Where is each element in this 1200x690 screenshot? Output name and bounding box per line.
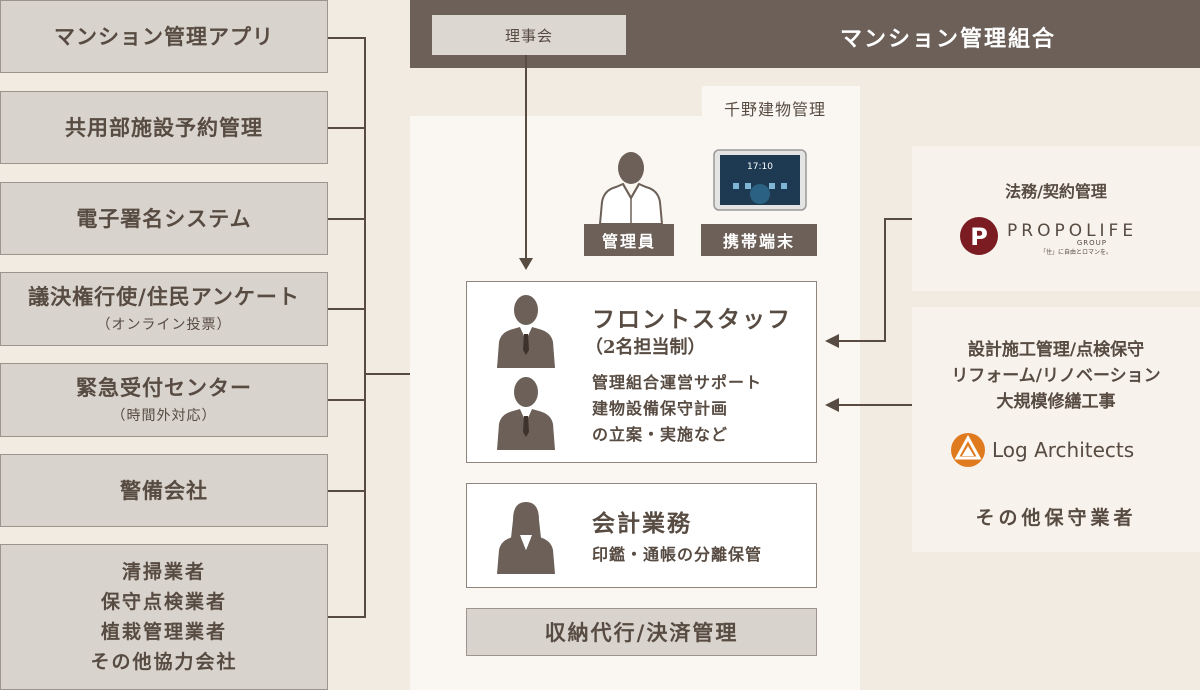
bracket-stub	[328, 399, 366, 401]
board-box: 理事会	[432, 15, 626, 55]
log-architects-logo-text: Log Architects	[992, 438, 1134, 462]
accounting-title: 会計業務	[592, 510, 692, 537]
svg-text:P: P	[970, 223, 988, 251]
security-company-box: 警備会社	[0, 454, 328, 527]
legal-heading: 法務/契約管理	[1005, 182, 1107, 201]
legal-panel: 法務/契約管理 P PROPOLIFE GROUP 「住」に自由とロマンを。	[912, 146, 1200, 291]
manager-tag: 管理員	[584, 224, 674, 256]
partners-line: その他協力会社	[90, 651, 238, 673]
accounting-description: 印鑑・通帳の分離保管	[592, 545, 763, 564]
businessman-icon	[497, 295, 555, 368]
voting-box: 議決権行使/住民アンケート （オンライン投票）	[0, 272, 328, 346]
collection-label: 収納代行/決済管理	[544, 620, 739, 645]
association-title: マンション管理組合	[840, 26, 1057, 52]
bracket-stub	[328, 616, 366, 618]
construction-heading: 設計施工管理/点検保守 リフォーム/リノベーション 大規模修繕工事	[912, 337, 1200, 415]
partners-line: 清掃業者	[121, 561, 206, 583]
legal-connector	[884, 218, 886, 342]
facility-booking-label: 共用部施設予約管理	[65, 114, 263, 140]
front-staff-box: フロントスタッフ （2名担当制） 管理組合運営サポート 建物設備保守計画 の立案…	[466, 281, 817, 463]
businesswoman-icon	[497, 502, 555, 574]
arrow-left-icon	[825, 398, 839, 412]
construction-line: 設計施工管理/点検保守	[967, 340, 1145, 360]
legal-connector	[834, 340, 886, 342]
voting-label: 議決権行使/住民アンケート	[28, 284, 300, 310]
emergency-center-box: 緊急受付センター （時間外対応）	[0, 363, 328, 437]
bracket-stub	[328, 218, 366, 220]
front-staff-subtitle: （2名担当制）	[585, 337, 706, 358]
app-box: マンション管理アプリ	[0, 0, 328, 73]
front-staff-title: フロントスタッフ	[592, 306, 792, 333]
accounting-box: 会計業務 印鑑・通帳の分離保管	[466, 483, 817, 588]
device-tag: 携帯端末	[701, 224, 817, 256]
legal-connector	[884, 218, 912, 220]
propolife-logo-group: GROUP	[1077, 239, 1107, 247]
construction-panel: 設計施工管理/点検保守 リフォーム/リノベーション 大規模修繕工事 Log Ar…	[912, 307, 1200, 552]
arrow-left-icon	[825, 334, 839, 348]
bracket-stub	[328, 37, 366, 39]
facility-booking-box: 共用部施設予約管理	[0, 91, 328, 164]
e-signature-box: 電子署名システム	[0, 182, 328, 255]
tablet-icon: 17:10	[713, 149, 807, 211]
arrow-down-icon	[519, 258, 533, 270]
app-label: マンション管理アプリ	[54, 23, 274, 49]
propolife-logo: P PROPOLIFE GROUP 「住」に自由とロマンを。	[960, 217, 1137, 256]
description-line: 管理組合運営サポート	[592, 373, 763, 392]
bracket-vertical	[364, 37, 366, 618]
bracket-stub	[328, 490, 366, 492]
partners-line: 保守点検業者	[100, 591, 227, 613]
board-label: 理事会	[504, 26, 553, 45]
propolife-logo-text: PROPOLIFE	[1007, 221, 1137, 241]
businessman-icon	[497, 377, 555, 450]
construction-connector	[834, 404, 912, 406]
e-signature-label: 電子署名システム	[76, 205, 252, 231]
emergency-center-label: 緊急受付センター	[76, 375, 252, 401]
security-company-label: 警備会社	[120, 477, 208, 503]
construction-line: リフォーム/リノベーション	[951, 366, 1161, 386]
log-architects-logo: Log Architects	[951, 433, 1134, 467]
description-line: の立案・実施など	[592, 425, 729, 444]
bracket-stub	[328, 127, 366, 129]
bracket-stub	[328, 308, 366, 310]
front-staff-description: 管理組合運営サポート 建物設備保守計画 の立案・実施など	[592, 370, 762, 448]
collection-box: 収納代行/決済管理	[466, 608, 817, 656]
board-arrow-line	[525, 55, 527, 261]
other-contractors-label: その他保守業者	[975, 507, 1137, 529]
description-line: 建物設備保守計画	[592, 399, 729, 418]
company-tab	[702, 86, 860, 116]
propolife-logo-tagline: 「住」に自由とロマンを。	[1040, 248, 1112, 256]
manager-tag-label: 管理員	[601, 232, 656, 251]
tablet-clock: 17:10	[747, 162, 773, 172]
manager-person-icon	[598, 152, 664, 224]
company-name: 千野建物管理	[724, 100, 827, 119]
device-tag-label: 携帯端末	[722, 232, 795, 251]
emergency-center-sublabel: （時間外対応）	[111, 407, 217, 424]
construction-line: 大規模修繕工事	[996, 392, 1116, 412]
bracket-to-front-line	[366, 373, 446, 375]
voting-sublabel: （オンライン投票）	[96, 316, 232, 333]
partners-line: 植栽管理業者	[100, 621, 227, 643]
partners-box: 清掃業者 保守点検業者 植栽管理業者 その他協力会社	[0, 544, 328, 690]
